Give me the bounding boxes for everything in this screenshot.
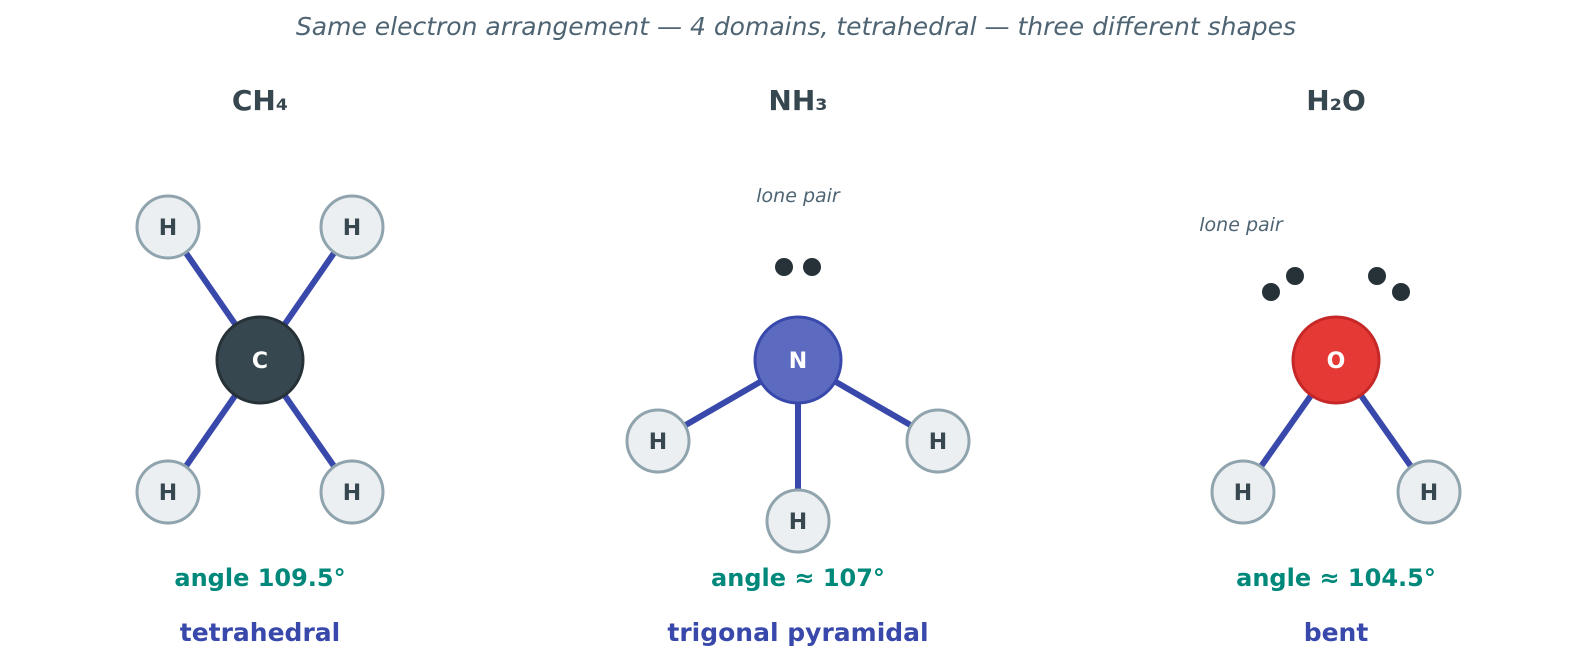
hydrogen-atom-nh3-2: H xyxy=(905,408,971,474)
shape-label-nh3: trigonal pyramidal xyxy=(667,618,928,647)
shape-label-h2o: bent xyxy=(1304,618,1369,647)
formula-ch4: CH₄ xyxy=(232,84,288,117)
lone-pair-electron xyxy=(1392,283,1410,301)
hydrogen-atom-h2o-2: H xyxy=(1396,459,1462,525)
lone-pair-electron xyxy=(1368,267,1386,285)
lone-pair-electron xyxy=(1262,283,1280,301)
hydrogen-label: H xyxy=(343,216,361,241)
hydrogen-atom-ch4-4: H xyxy=(319,459,385,525)
lone-pair-label-nh3: lone pair xyxy=(756,185,841,207)
hydrogen-label: H xyxy=(1234,481,1252,506)
hydrogen-label: H xyxy=(789,510,807,535)
nitrogen-label: N xyxy=(789,349,807,374)
hydrogen-atom-nh3-1: H xyxy=(625,408,691,474)
hydrogen-label: H xyxy=(159,481,177,506)
diagram-title: Same electron arrangement — 4 domains, t… xyxy=(296,12,1296,41)
hydrogen-atom-nh3-3: H xyxy=(765,488,831,554)
oxygen-atom: O xyxy=(1291,315,1381,405)
carbon-label: C xyxy=(252,349,268,374)
hydrogen-label: H xyxy=(159,216,177,241)
oxygen-label: O xyxy=(1327,349,1346,374)
lone-pair-electron xyxy=(803,258,821,276)
molecule-ch4: CH₄ H H H H C angle 109.5° tetrahedral xyxy=(135,84,385,647)
nitrogen-atom: N xyxy=(753,315,843,405)
hydrogen-atom-ch4-1: H xyxy=(135,194,201,260)
shape-label-ch4: tetrahedral xyxy=(180,618,340,647)
lone-pair-electron xyxy=(775,258,793,276)
angle-label-nh3: angle ≈ 107° xyxy=(711,564,885,592)
lone-pair-electron xyxy=(1286,267,1304,285)
hydrogen-label: H xyxy=(1420,481,1438,506)
hydrogen-atom-h2o-1: H xyxy=(1210,459,1276,525)
molecule-h2o: H₂O lone pair H H O angle ≈ 104.5° bent xyxy=(1199,84,1462,647)
lone-pair-label-h2o: lone pair xyxy=(1199,214,1284,236)
carbon-atom: C xyxy=(215,315,305,405)
hydrogen-label: H xyxy=(929,430,947,455)
molecule-nh3: NH₃ lone pair H H H N angle ≈ 107° trigo… xyxy=(625,84,971,647)
hydrogen-atom-ch4-2: H xyxy=(319,194,385,260)
formula-h2o: H₂O xyxy=(1306,84,1366,117)
hydrogen-atom-ch4-3: H xyxy=(135,459,201,525)
hydrogen-label: H xyxy=(343,481,361,506)
angle-label-ch4: angle 109.5° xyxy=(174,564,345,592)
angle-label-h2o: angle ≈ 104.5° xyxy=(1236,564,1436,592)
formula-nh3: NH₃ xyxy=(768,84,827,117)
hydrogen-label: H xyxy=(649,430,667,455)
